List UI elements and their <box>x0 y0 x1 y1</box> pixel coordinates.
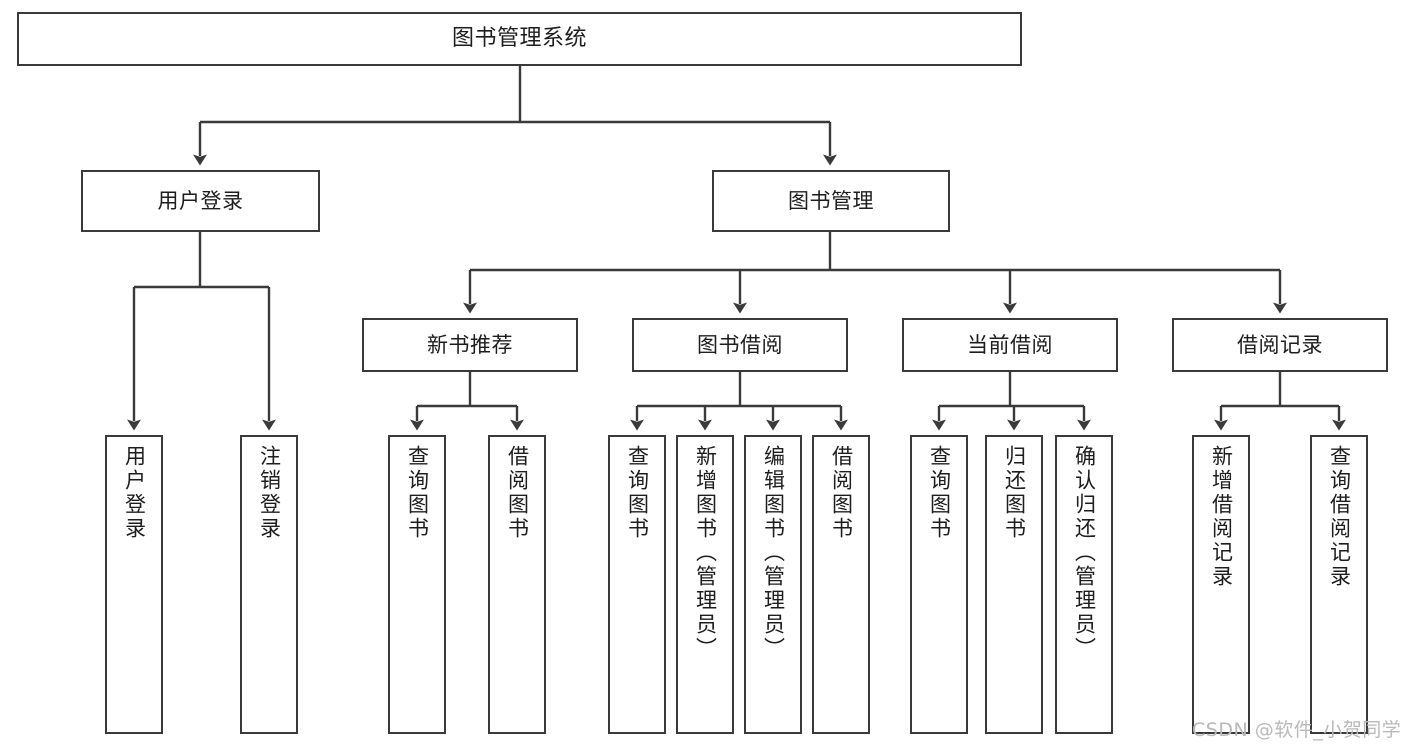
node-leaf-rec-add-record[interactable]: 新增借阅记录 <box>1192 435 1250 734</box>
node-leaf-user-login-label: 用户登录 <box>122 445 147 541</box>
node-leaf-rec-add-record-label: 新增借阅记录 <box>1209 445 1234 589</box>
node-leaf-brw-borrow-book[interactable]: 借阅图书 <box>812 435 870 734</box>
node-current-borrow-label: 当前借阅 <box>967 332 1053 357</box>
node-leaf-rec-borrow-book-label: 借阅图书 <box>505 445 530 541</box>
node-leaf-cur-query-book[interactable]: 查询图书 <box>910 435 968 734</box>
node-root-label: 图书管理系统 <box>451 26 587 52</box>
node-leaf-cur-return-book-label: 归还图书 <box>1002 445 1027 541</box>
node-borrow-record[interactable]: 借阅记录 <box>1172 318 1388 372</box>
node-user-login[interactable]: 用户登录 <box>81 170 320 232</box>
node-leaf-rec-borrow-book[interactable]: 借阅图书 <box>488 435 546 734</box>
node-leaf-rec-query-record[interactable]: 查询借阅记录 <box>1310 435 1368 734</box>
node-leaf-user-logout-label: 注销登录 <box>257 445 282 541</box>
node-leaf-rec-query-book-label: 查询图书 <box>405 445 430 541</box>
node-leaf-brw-edit-book[interactable]: 编辑图书（管理员） <box>744 435 802 734</box>
node-user-login-label: 用户登录 <box>157 188 244 213</box>
node-current-borrow[interactable]: 当前借阅 <box>902 318 1118 372</box>
node-leaf-brw-add-book[interactable]: 新增图书（管理员） <box>676 435 734 734</box>
node-root[interactable]: 图书管理系统 <box>17 12 1022 66</box>
node-book-borrow-label: 图书借阅 <box>697 332 783 357</box>
node-book-manage-label: 图书管理 <box>788 188 874 213</box>
node-leaf-cur-confirm-return-label: 确认归还（管理员） <box>1072 445 1097 661</box>
node-leaf-cur-return-book[interactable]: 归还图书 <box>985 435 1043 734</box>
node-leaf-cur-confirm-return[interactable]: 确认归还（管理员） <box>1055 435 1113 734</box>
node-borrow-record-label: 借阅记录 <box>1237 332 1323 357</box>
node-book-manage[interactable]: 图书管理 <box>712 170 950 232</box>
node-new-book-rec-label: 新书推荐 <box>427 332 513 357</box>
node-leaf-cur-query-book-label: 查询图书 <box>927 445 952 541</box>
node-leaf-rec-query-book[interactable]: 查询图书 <box>388 435 446 734</box>
node-leaf-brw-add-book-label: 新增图书（管理员） <box>693 445 718 661</box>
node-new-book-rec[interactable]: 新书推荐 <box>362 318 578 372</box>
node-leaf-brw-edit-book-label: 编辑图书（管理员） <box>761 445 786 661</box>
node-leaf-user-logout[interactable]: 注销登录 <box>240 435 298 734</box>
node-leaf-user-login[interactable]: 用户登录 <box>105 435 163 734</box>
node-leaf-brw-query-book[interactable]: 查询图书 <box>608 435 666 734</box>
node-leaf-rec-query-record-label: 查询借阅记录 <box>1327 445 1352 589</box>
node-leaf-brw-borrow-book-label: 借阅图书 <box>829 445 854 541</box>
node-book-borrow[interactable]: 图书借阅 <box>632 318 848 372</box>
node-leaf-brw-query-book-label: 查询图书 <box>625 445 650 541</box>
